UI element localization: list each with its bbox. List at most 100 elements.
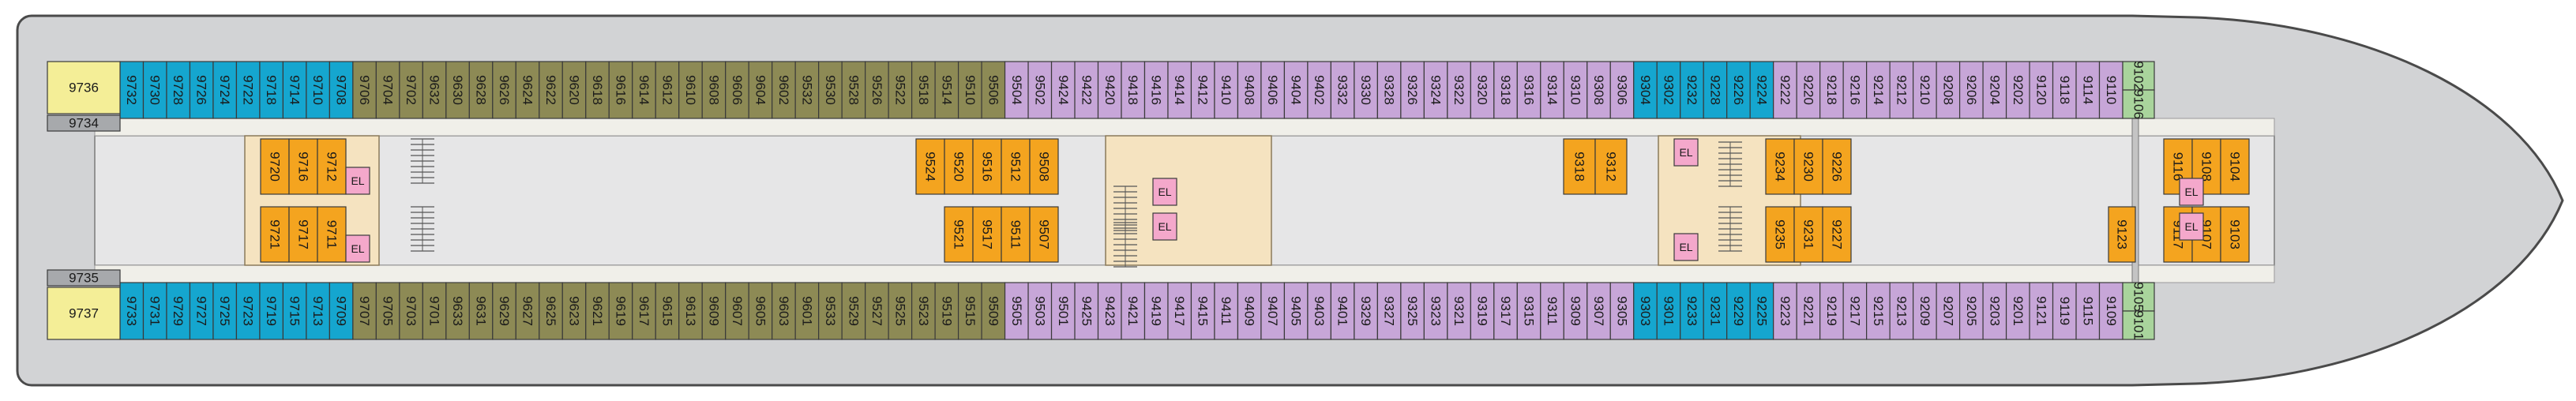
cabin-9605[interactable]: 9605 (748, 282, 773, 340)
cabin-9606[interactable]: 9606 (725, 61, 749, 119)
cabin-9120[interactable]: 9120 (2029, 61, 2054, 119)
cabin-9309[interactable]: 9309 (1563, 282, 1588, 340)
cabin-9403[interactable]: 9403 (1307, 282, 1331, 340)
cabin-9510[interactable]: 9510 (957, 61, 982, 119)
cabin-9422[interactable]: 9422 (1074, 61, 1099, 119)
cabin-9323[interactable]: 9323 (1423, 282, 1448, 340)
cabin-9308[interactable]: 9308 (1587, 61, 1611, 119)
cabin-9201[interactable]: 9201 (2005, 282, 2030, 340)
cabin-9616[interactable]: 9616 (608, 61, 633, 119)
cabin-9724[interactable]: 9724 (212, 61, 238, 119)
cabin-9522[interactable]: 9522 (888, 61, 913, 119)
cabin-9607[interactable]: 9607 (725, 282, 749, 340)
cabin-9218[interactable]: 9218 (1819, 61, 1844, 119)
cabin-9628[interactable]: 9628 (468, 61, 494, 119)
cabin-9617[interactable]: 9617 (632, 282, 656, 340)
cabin-9225[interactable]: 9225 (1749, 282, 1774, 340)
cabin-9235[interactable]: 9235 (1765, 206, 1795, 263)
cabin-9722[interactable]: 9722 (235, 61, 261, 119)
cabin-9101[interactable]: 9101 (2122, 310, 2155, 340)
cabin-9714[interactable]: 9714 (282, 61, 307, 119)
cabin-9210[interactable]: 9210 (1913, 61, 1937, 119)
cabin-9608[interactable]: 9608 (701, 61, 727, 119)
cabin-9717[interactable]: 9717 (288, 206, 318, 263)
cabin-9102[interactable]: 9102 (2122, 61, 2155, 91)
cabin-9307[interactable]: 9307 (1587, 282, 1611, 340)
cabin-9532[interactable]: 9532 (794, 61, 820, 119)
cabin-9514[interactable]: 9514 (934, 61, 959, 119)
cabin-9206[interactable]: 9206 (1958, 61, 1984, 119)
cabin-9715[interactable]: 9715 (282, 282, 307, 340)
cabin-9425[interactable]: 9425 (1074, 282, 1099, 340)
cabin-9230[interactable]: 9230 (1793, 138, 1823, 195)
cabin-9215[interactable]: 9215 (1866, 282, 1891, 340)
cabin-9527[interactable]: 9527 (865, 282, 889, 340)
cabin-9405[interactable]: 9405 (1283, 282, 1309, 340)
cabin-9227[interactable]: 9227 (1822, 206, 1852, 263)
cabin-9612[interactable]: 9612 (655, 61, 680, 119)
cabin-9332[interactable]: 9332 (1330, 61, 1355, 119)
cabin-9209[interactable]: 9209 (1913, 282, 1937, 340)
cabin-9712[interactable]: 9712 (317, 138, 347, 195)
cabin-9424[interactable]: 9424 (1050, 61, 1076, 119)
cabin-9533[interactable]: 9533 (818, 282, 843, 340)
cabin-9633[interactable]: 9633 (445, 282, 470, 340)
cabin-9625[interactable]: 9625 (539, 282, 563, 340)
cabin-9316[interactable]: 9316 (1516, 61, 1541, 119)
cabin-9411[interactable]: 9411 (1214, 282, 1239, 340)
cabin-9402[interactable]: 9402 (1307, 61, 1331, 119)
cabin-9416[interactable]: 9416 (1143, 61, 1169, 119)
cabin-9104[interactable]: 9104 (2220, 138, 2250, 195)
cabin-9507[interactable]: 9507 (1029, 206, 1059, 263)
cabin-9408[interactable]: 9408 (1237, 61, 1262, 119)
cabin-9318[interactable]: 9318 (1563, 138, 1596, 195)
cabin-9204[interactable]: 9204 (1982, 61, 2007, 119)
cabin-9736[interactable]: 9736 (47, 61, 121, 114)
cabin-9315[interactable]: 9315 (1516, 282, 1541, 340)
cabin-9401[interactable]: 9401 (1330, 282, 1355, 340)
cabin-9631[interactable]: 9631 (468, 282, 494, 340)
cabin-9322[interactable]: 9322 (1447, 61, 1471, 119)
cabin-9228[interactable]: 9228 (1703, 61, 1728, 119)
cabin-9716[interactable]: 9716 (288, 138, 318, 195)
cabin-9526[interactable]: 9526 (865, 61, 889, 119)
cabin-9105[interactable]: 9105 (2122, 282, 2155, 312)
cabin-9407[interactable]: 9407 (1260, 282, 1286, 340)
cabin-9320[interactable]: 9320 (1470, 61, 1495, 119)
cabin-9306[interactable]: 9306 (1609, 61, 1635, 119)
cabin-9627[interactable]: 9627 (515, 282, 540, 340)
cabin-9326[interactable]: 9326 (1400, 61, 1425, 119)
cabin-9505[interactable]: 9505 (1004, 282, 1029, 340)
cabin-9103[interactable]: 9103 (2220, 206, 2250, 263)
cabin-9207[interactable]: 9207 (1936, 282, 1961, 340)
cabin-9410[interactable]: 9410 (1214, 61, 1239, 119)
cabin-9106[interactable]: 9106 (2122, 89, 2155, 119)
cabin-9518[interactable]: 9518 (911, 61, 936, 119)
cabin-9213[interactable]: 9213 (1889, 282, 1914, 340)
cabin-9624[interactable]: 9624 (515, 61, 540, 119)
cabin-9123[interactable]: 9123 (2108, 206, 2136, 263)
cabin-9418[interactable]: 9418 (1121, 61, 1146, 119)
cabin-9604[interactable]: 9604 (748, 61, 773, 119)
cabin-9311[interactable]: 9311 (1540, 282, 1564, 340)
cabin-9212[interactable]: 9212 (1889, 61, 1914, 119)
cabin-9234[interactable]: 9234 (1765, 138, 1795, 195)
cabin-9503[interactable]: 9503 (1027, 282, 1053, 340)
cabin-9516[interactable]: 9516 (972, 138, 1002, 195)
cabin-9319[interactable]: 9319 (1470, 282, 1495, 340)
cabin-9229[interactable]: 9229 (1726, 282, 1751, 340)
cabin-9733[interactable]: 9733 (119, 282, 145, 340)
cabin-9629[interactable]: 9629 (492, 282, 516, 340)
cabin-9222[interactable]: 9222 (1773, 61, 1797, 119)
cabin-9303[interactable]: 9303 (1633, 282, 1658, 340)
cabin-9328[interactable]: 9328 (1376, 61, 1402, 119)
cabin-9501[interactable]: 9501 (1050, 282, 1076, 340)
cabin-9530[interactable]: 9530 (818, 61, 843, 119)
cabin-9511[interactable]: 9511 (1001, 206, 1031, 263)
cabin-9420[interactable]: 9420 (1097, 61, 1122, 119)
cabin-9119[interactable]: 9119 (2052, 282, 2077, 340)
cabin-9109[interactable]: 9109 (2098, 282, 2124, 340)
cabin-9720[interactable]: 9720 (260, 138, 290, 195)
cabin-9508[interactable]: 9508 (1029, 138, 1059, 195)
cabin-9721[interactable]: 9721 (260, 206, 290, 263)
